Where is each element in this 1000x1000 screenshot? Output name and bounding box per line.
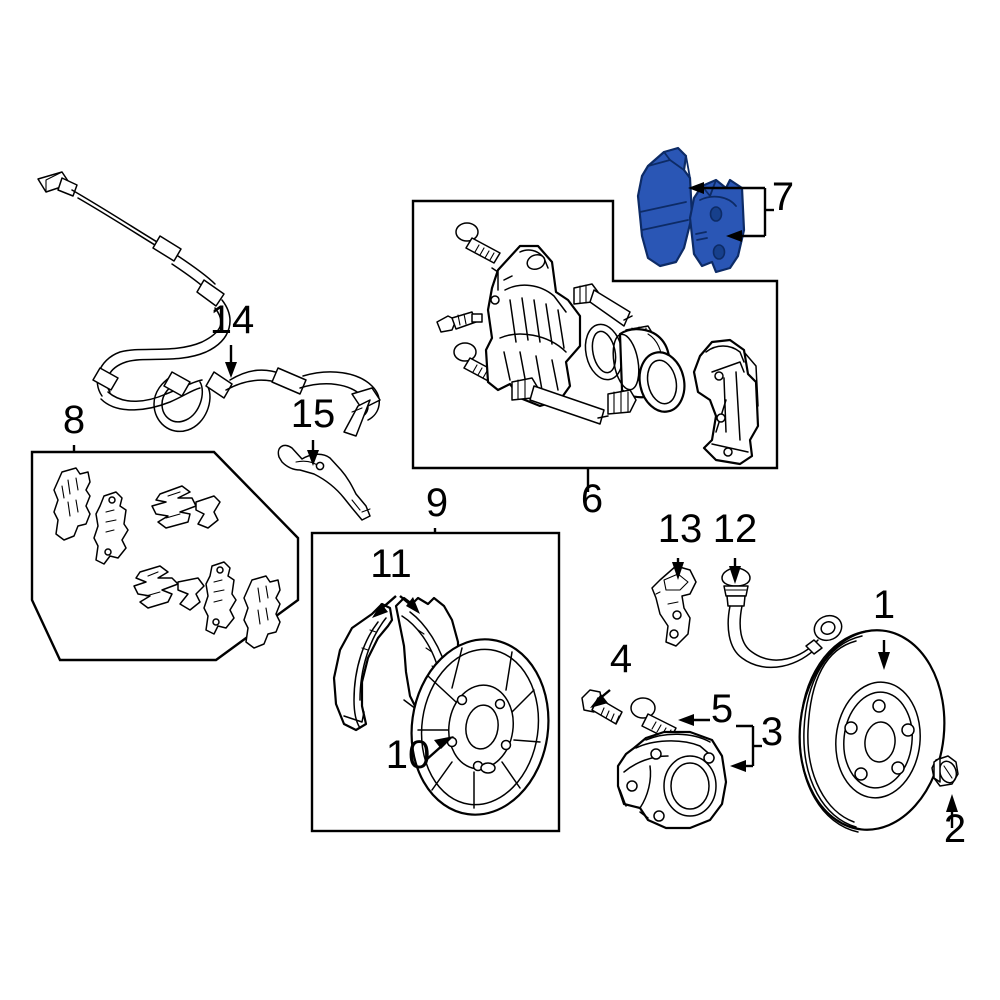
part-14-abs-sensor-harness xyxy=(37,171,381,437)
callout-label-15: 15 xyxy=(291,392,336,436)
callout-label-7: 7 xyxy=(772,175,794,219)
caliper-bolt-top xyxy=(455,222,501,264)
caliper-slide-pin-bottom xyxy=(511,377,609,425)
part-10-brake-backing-plate xyxy=(410,638,550,816)
callout-label-5: 5 xyxy=(711,687,733,731)
callout-label-14: 14 xyxy=(210,298,255,342)
part-3-wheel-hub-assembly xyxy=(616,724,762,830)
part-6-caliper-assembly-kit xyxy=(436,222,760,466)
part-15-sensor-wire-bracket xyxy=(277,440,371,521)
group-box-6-caliper-kit xyxy=(411,199,779,492)
part-4-hub-bolt-long xyxy=(581,689,623,725)
part-1-brake-rotor xyxy=(798,629,946,833)
group-box-9-parking-brake-kit xyxy=(310,528,561,833)
brake-pad-inner xyxy=(688,178,746,274)
caliper-pin-boot-bottom xyxy=(607,389,637,415)
callout-label-11: 11 xyxy=(370,542,412,586)
callout-label-3: 3 xyxy=(761,710,783,754)
part-8-hardware-shim-kit xyxy=(53,467,281,649)
callout-label-12: 12 xyxy=(713,507,758,551)
callout-label-4: 4 xyxy=(610,637,632,681)
part-2-rotor-set-screw xyxy=(931,755,959,828)
part-12-brake-hydraulic-hose xyxy=(721,558,843,669)
caliper-dust-boot xyxy=(638,351,686,413)
callout-label-6: 6 xyxy=(581,477,603,521)
callout-label-8: 8 xyxy=(63,398,85,442)
callout-label-2: 2 xyxy=(944,807,966,851)
brake-pad-outer xyxy=(636,146,694,268)
callout-labels: 1 2 3 4 5 6 7 8 9 10 11 12 13 14 15 xyxy=(63,175,966,851)
part-13-brake-hose-bracket xyxy=(651,558,697,647)
callout-label-10: 10 xyxy=(386,733,431,777)
caliper-mounting-bracket xyxy=(692,338,760,466)
caliper-slide-pin-top xyxy=(573,283,633,327)
caliper-bleeder-screw xyxy=(436,311,483,333)
part-7-disc-brake-pad-set xyxy=(636,146,774,274)
callout-label-1: 1 xyxy=(873,583,895,627)
callout-label-13: 13 xyxy=(658,507,703,551)
caliper-body xyxy=(484,244,582,408)
callout-label-9: 9 xyxy=(426,481,448,525)
